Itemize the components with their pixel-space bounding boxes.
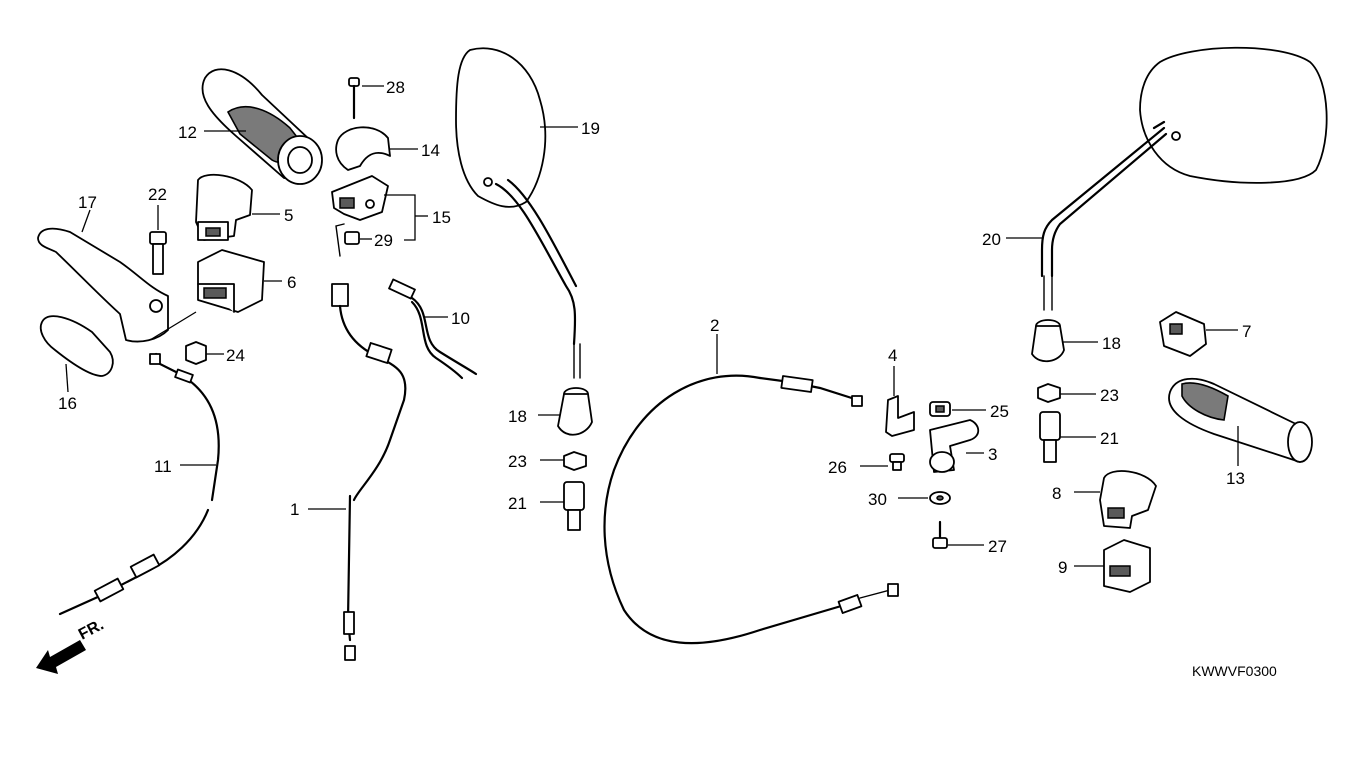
front-label: FR. <box>76 616 107 643</box>
callout-30: 30 <box>868 490 887 509</box>
callout-11: 11 <box>154 457 172 476</box>
part-24-nut <box>185 341 207 365</box>
part-7-switch <box>1159 311 1207 357</box>
callout-16: 16 <box>58 394 77 413</box>
callout-18b: 18 <box>1102 334 1121 353</box>
part-13-right-grip <box>1168 377 1313 463</box>
part-5-switch <box>195 173 253 241</box>
part-25-clip <box>929 401 951 417</box>
part-22-pivot-bolt <box>149 231 167 275</box>
part-23-nut-left <box>563 451 587 471</box>
part-21-adapter-left <box>563 481 585 531</box>
callout-21a: 21 <box>508 494 527 513</box>
part-8-switch <box>1099 470 1157 529</box>
callout-22: 22 <box>148 185 167 204</box>
callout-5: 5 <box>284 206 293 225</box>
part-15-switch-housing <box>331 175 389 221</box>
callout-19: 19 <box>581 119 600 138</box>
callout-9: 9 <box>1058 558 1067 577</box>
front-direction-arrow-icon <box>36 640 86 674</box>
callout-28: 28 <box>386 78 405 97</box>
part-3-arm <box>929 419 980 473</box>
callout-23b: 23 <box>1100 386 1119 405</box>
part-6-switch <box>197 249 265 313</box>
part-26-screw <box>889 453 905 471</box>
callout-24: 24 <box>226 346 245 365</box>
part-4-bracket <box>885 395 915 437</box>
callout-13: 13 <box>1226 469 1245 488</box>
callout-1: 1 <box>290 500 299 519</box>
callout-2: 2 <box>710 316 719 335</box>
part-14-switch-housing-cover <box>335 126 391 171</box>
part-11-front-brake-cable <box>58 352 220 616</box>
callout-7: 7 <box>1242 322 1251 341</box>
callout-12: 12 <box>178 123 197 142</box>
part-20-right-mirror <box>1040 46 1328 311</box>
part-17-brake-lever <box>37 227 169 343</box>
part-19-left-mirror <box>455 47 581 379</box>
callout-4: 4 <box>888 346 897 365</box>
callout-3: 3 <box>988 445 997 464</box>
part-30-washer <box>929 491 951 505</box>
part-18-rubber-boot-right <box>1031 319 1065 363</box>
part-12-left-grip <box>201 68 323 185</box>
callout-10: 10 <box>451 309 470 328</box>
part-21-adapter-right <box>1039 411 1061 463</box>
part-18-rubber-boot-left <box>557 387 593 436</box>
part-1-cable <box>331 223 407 661</box>
part-2-cable <box>603 374 899 645</box>
callout-8: 8 <box>1052 484 1061 503</box>
callout-15: 15 <box>432 208 451 227</box>
diagram-code: KWWVF0300 <box>1192 663 1277 679</box>
callout-27: 27 <box>988 537 1007 556</box>
part-23-nut-right <box>1037 383 1061 403</box>
part-16-lever-cover <box>39 315 114 377</box>
part-27-screw <box>932 520 948 549</box>
part-9-switch <box>1103 539 1151 593</box>
callout-26: 26 <box>828 458 847 477</box>
callout-20: 20 <box>982 230 1001 249</box>
part-29-nut <box>344 231 360 245</box>
part-10-switch-wire <box>388 278 478 380</box>
callout-6: 6 <box>287 273 296 292</box>
part-28-screw <box>348 77 360 120</box>
callout-14: 14 <box>421 141 440 160</box>
callout-29: 29 <box>374 231 393 250</box>
callout-23a: 23 <box>508 452 527 471</box>
callout-21b: 21 <box>1100 429 1119 448</box>
callout-18a: 18 <box>508 407 527 426</box>
callout-17: 17 <box>78 193 97 212</box>
callout-25: 25 <box>990 402 1009 421</box>
